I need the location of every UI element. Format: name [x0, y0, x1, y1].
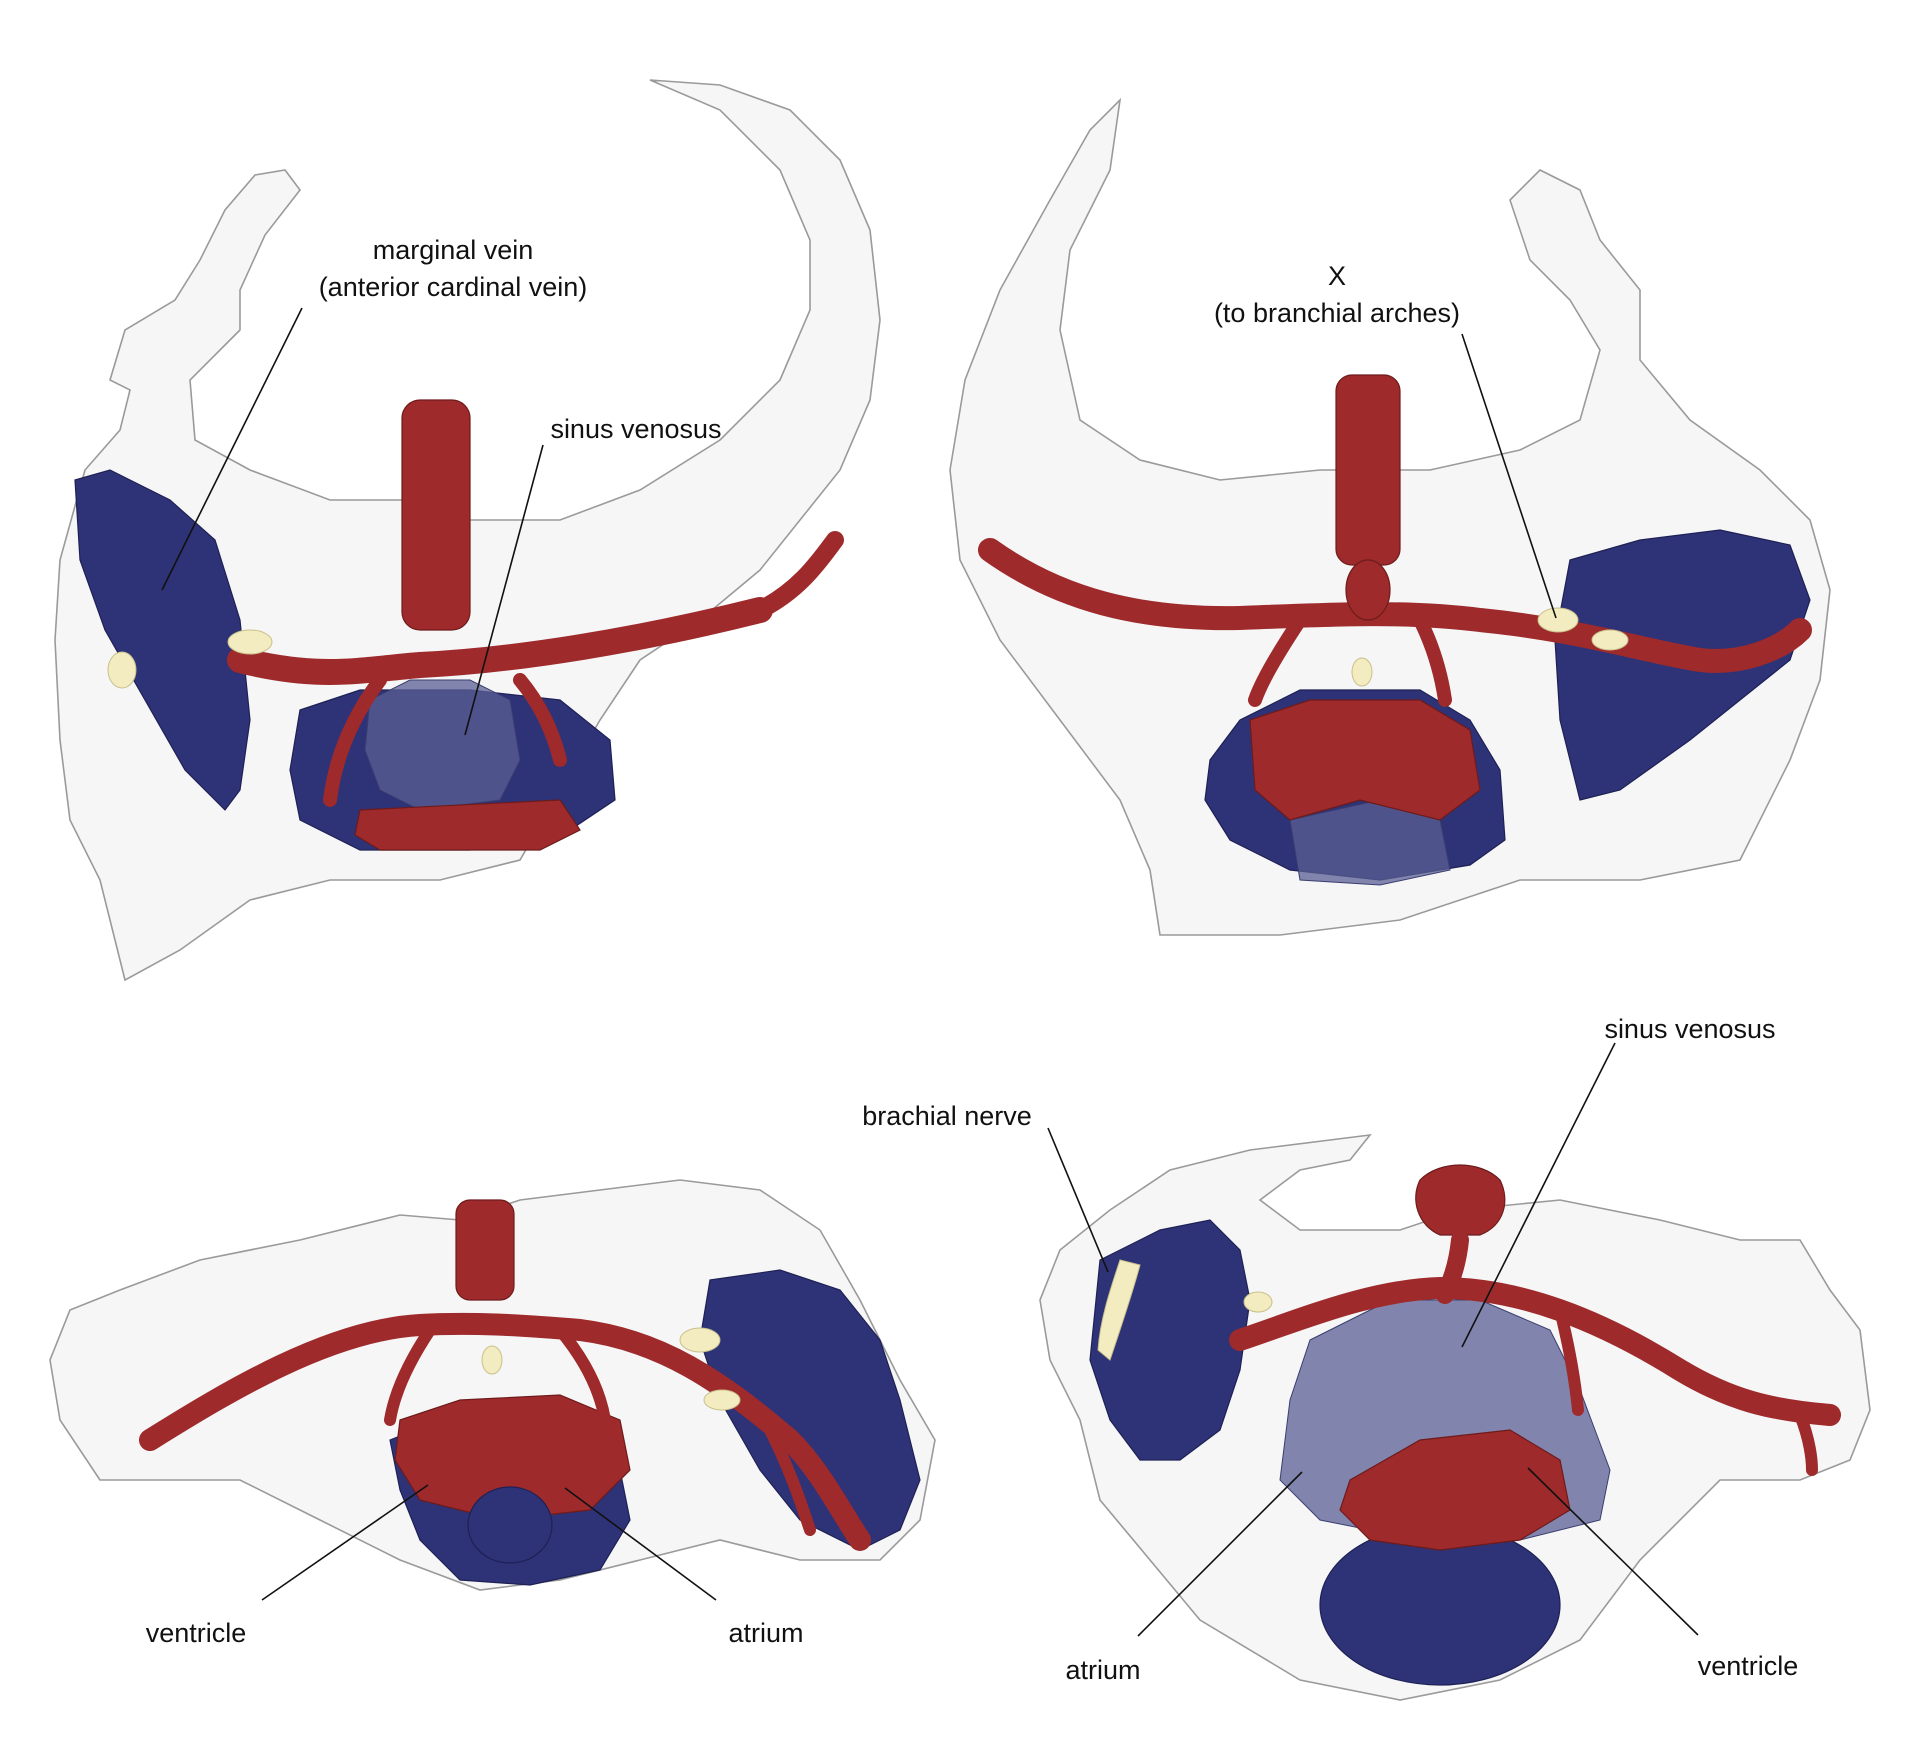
vessel-branch-down-right [1413, 613, 1452, 707]
atrium-shape [394, 1394, 631, 1521]
nerve-blob-3 [1351, 657, 1373, 687]
vessel-branch-left-2 [513, 673, 567, 767]
leader-ventricle-bl [261, 1484, 429, 1601]
atrium-shape [1339, 1429, 1571, 1551]
outflow-tract [1335, 374, 1401, 566]
vessel-main [1229, 1277, 1841, 1426]
junction-bulb [1345, 559, 1391, 621]
panel-bottom-right [1039, 1133, 1871, 1701]
sinus-venosus-shape [364, 679, 521, 811]
nerve-blob [1537, 607, 1579, 633]
label-x: X [1328, 261, 1346, 291]
nerve-blob [1243, 1291, 1273, 1313]
outflow-tract [1415, 1164, 1506, 1236]
vessel-branch-down [1554, 1304, 1584, 1416]
vessel-branch-down-left [1248, 613, 1307, 707]
leader-ventricle-br [1527, 1467, 1699, 1636]
leader-marginal-vein [161, 307, 303, 591]
nerve-blob [679, 1327, 721, 1353]
label-atrium-br: atrium [1065, 1655, 1140, 1685]
vessel-branch-right [751, 531, 844, 619]
nerve-blob-2 [703, 1389, 741, 1411]
outflow-tract [455, 1199, 515, 1301]
vessel-branch-left [323, 673, 387, 807]
panel-top-right [949, 97, 1831, 936]
ventricle-tip [467, 1486, 553, 1564]
label-ventricle-br: ventricle [1698, 1651, 1799, 1681]
label-sinus-venosus-br: sinus venosus [1604, 1014, 1775, 1044]
leader-atrium-bl [564, 1487, 717, 1601]
leader-lines [161, 307, 1699, 1637]
label-sinus-venosus-tl: sinus venosus [550, 414, 721, 444]
leader-sinus-venosus-tl [464, 444, 544, 736]
outflow-tract [401, 399, 471, 631]
leader-x-branchial [1461, 333, 1557, 619]
atrium-band [354, 799, 581, 851]
vessel-left-tip [983, 543, 1057, 587]
labels: marginal vein (anterior cardinal vein) s… [146, 235, 1799, 1685]
nerve-blob-2 [107, 651, 137, 689]
nerve-blob [227, 629, 273, 655]
leader-brachial-nerve [1047, 1127, 1109, 1273]
label-atrium-bl: atrium [728, 1618, 803, 1648]
panel-top-left [54, 79, 881, 982]
brachial-nerve-shape [1097, 1259, 1141, 1361]
marginal-vein-vessel [227, 597, 773, 685]
vessel-branch-lower [764, 1424, 816, 1536]
label-ventricle-bl: ventricle [146, 1618, 247, 1648]
label-marginal-vein-line2: (anterior cardinal vein) [319, 272, 588, 302]
vessel-branch-down-right [554, 1324, 611, 1426]
left-atrium-lobe [74, 469, 251, 811]
nerve-blob-3 [481, 1345, 503, 1375]
nerve-blob-2 [1591, 629, 1629, 651]
atrium-shape [1249, 699, 1481, 821]
vessel-stem [1436, 1231, 1469, 1304]
label-brachial-nerve: brachial nerve [862, 1101, 1032, 1131]
leader-sinus-venosus-br [1461, 1042, 1616, 1348]
label-x-branchial: (to branchial arches) [1214, 298, 1460, 328]
vessel-branch-tail [1794, 1409, 1818, 1476]
label-marginal-vein-line1: marginal vein [373, 235, 534, 265]
vessel-branch-down-left [384, 1324, 436, 1426]
vessel-main [978, 538, 1812, 673]
leader-atrium-br [1137, 1471, 1303, 1637]
panel-bottom-left [49, 1179, 936, 1591]
vessel-main [139, 1312, 871, 1551]
